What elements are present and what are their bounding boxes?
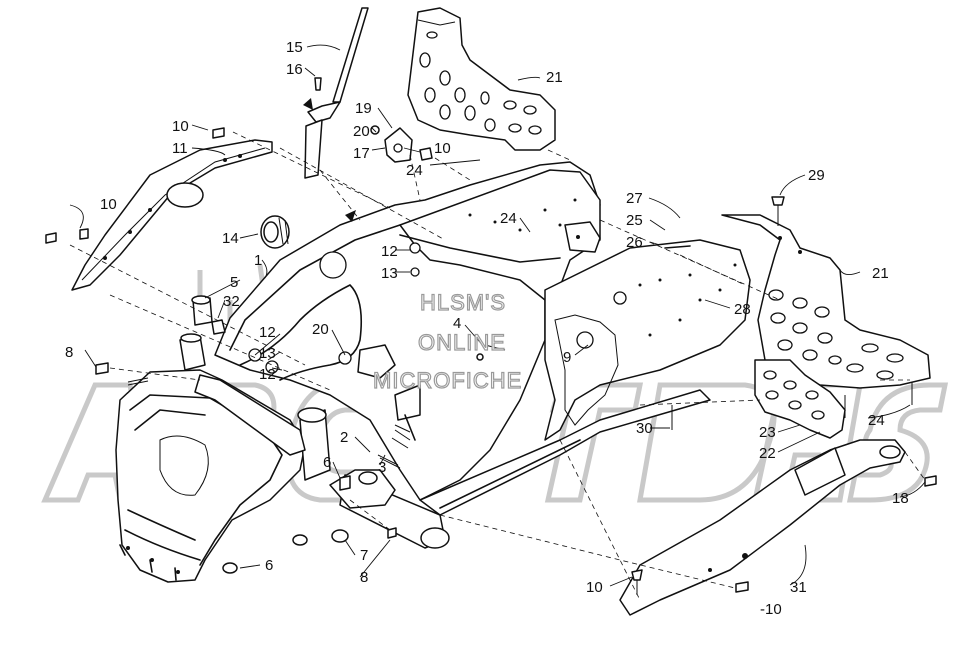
callout-17: 17	[353, 145, 370, 162]
part-17-clip	[370, 125, 433, 163]
callout-27: 27	[626, 190, 643, 207]
callout-26: 26	[626, 234, 643, 251]
arrow-marker	[345, 210, 356, 222]
callout-30: 30	[636, 420, 653, 437]
callout-8: 8	[65, 344, 73, 361]
callout-10: -10	[760, 601, 782, 618]
part-21-footrest-right	[721, 214, 931, 389]
main-chassis	[194, 161, 751, 549]
callout-13: 13	[381, 265, 398, 282]
callout-12: 12	[259, 324, 276, 341]
callout-31: 31	[790, 579, 807, 596]
callout-labels: 15 16 21 19 20 17 10 24 10 11 10 14 1 5 …	[65, 39, 909, 618]
watermark-text: HLSM'S ONLINE MICROFICHE	[372, 289, 522, 393]
part-23-bracket	[754, 359, 846, 439]
callout-2: 2	[340, 429, 348, 446]
callout-12: 12	[381, 243, 398, 260]
callout-29: 29	[808, 167, 825, 184]
watermark-line-1: HLSM'S	[420, 290, 506, 315]
part-21-footrest-upper	[407, 7, 556, 151]
callout-16: 16	[286, 61, 303, 78]
callout-8: 8	[360, 569, 368, 586]
part-25-bracket	[564, 221, 691, 253]
part-14-bushing	[260, 215, 290, 249]
callout-10: 10	[434, 140, 451, 157]
callout-10: 10	[172, 118, 189, 135]
front-bumper-frame	[115, 369, 306, 583]
callout-6: 6	[323, 454, 331, 471]
callout-9: 9	[563, 349, 571, 366]
callout-3: 3	[378, 459, 386, 476]
callout-23: 23	[759, 424, 776, 441]
leader-lines	[69, 44, 926, 587]
callout-21: 21	[546, 69, 563, 86]
watermark-line-3: MICROFICHE	[373, 368, 522, 393]
callout-20: 20	[312, 321, 329, 338]
callout-4: 4	[453, 315, 461, 332]
watermark-line-2: ONLINE	[418, 330, 506, 355]
callout-14: 14	[222, 230, 239, 247]
callout-32: 32	[223, 293, 240, 310]
callout-6: 6	[265, 557, 273, 574]
callout-5: 5	[230, 274, 238, 291]
callout-24: 24	[406, 162, 423, 179]
part-11-left-rail	[71, 139, 273, 291]
hardware-fasteners	[45, 127, 937, 595]
callout-19: 19	[355, 100, 372, 117]
callout-11: 11	[172, 140, 188, 157]
assembly-lines	[69, 131, 926, 601]
callout-22: 22	[759, 445, 776, 462]
callout-12: 12	[259, 366, 276, 383]
part-15-steering-pole	[303, 7, 369, 179]
callout-10: 10	[586, 579, 603, 596]
part-5-32-grommets	[179, 295, 226, 371]
callout-13: 13	[259, 345, 276, 362]
callout-20: 20	[353, 123, 370, 140]
callout-15: 15	[286, 39, 303, 56]
part-31-right-rail	[619, 439, 906, 616]
callout-24: 24	[868, 412, 885, 429]
callout-24: 24	[500, 210, 517, 227]
callout-1: 1	[254, 252, 262, 269]
callout-25: 25	[626, 212, 643, 229]
callout-18: 18	[892, 490, 909, 507]
callout-28: 28	[734, 301, 751, 318]
callout-10: 10	[100, 196, 117, 213]
callout-7: 7	[360, 547, 368, 564]
callout-21: 21	[872, 265, 889, 282]
